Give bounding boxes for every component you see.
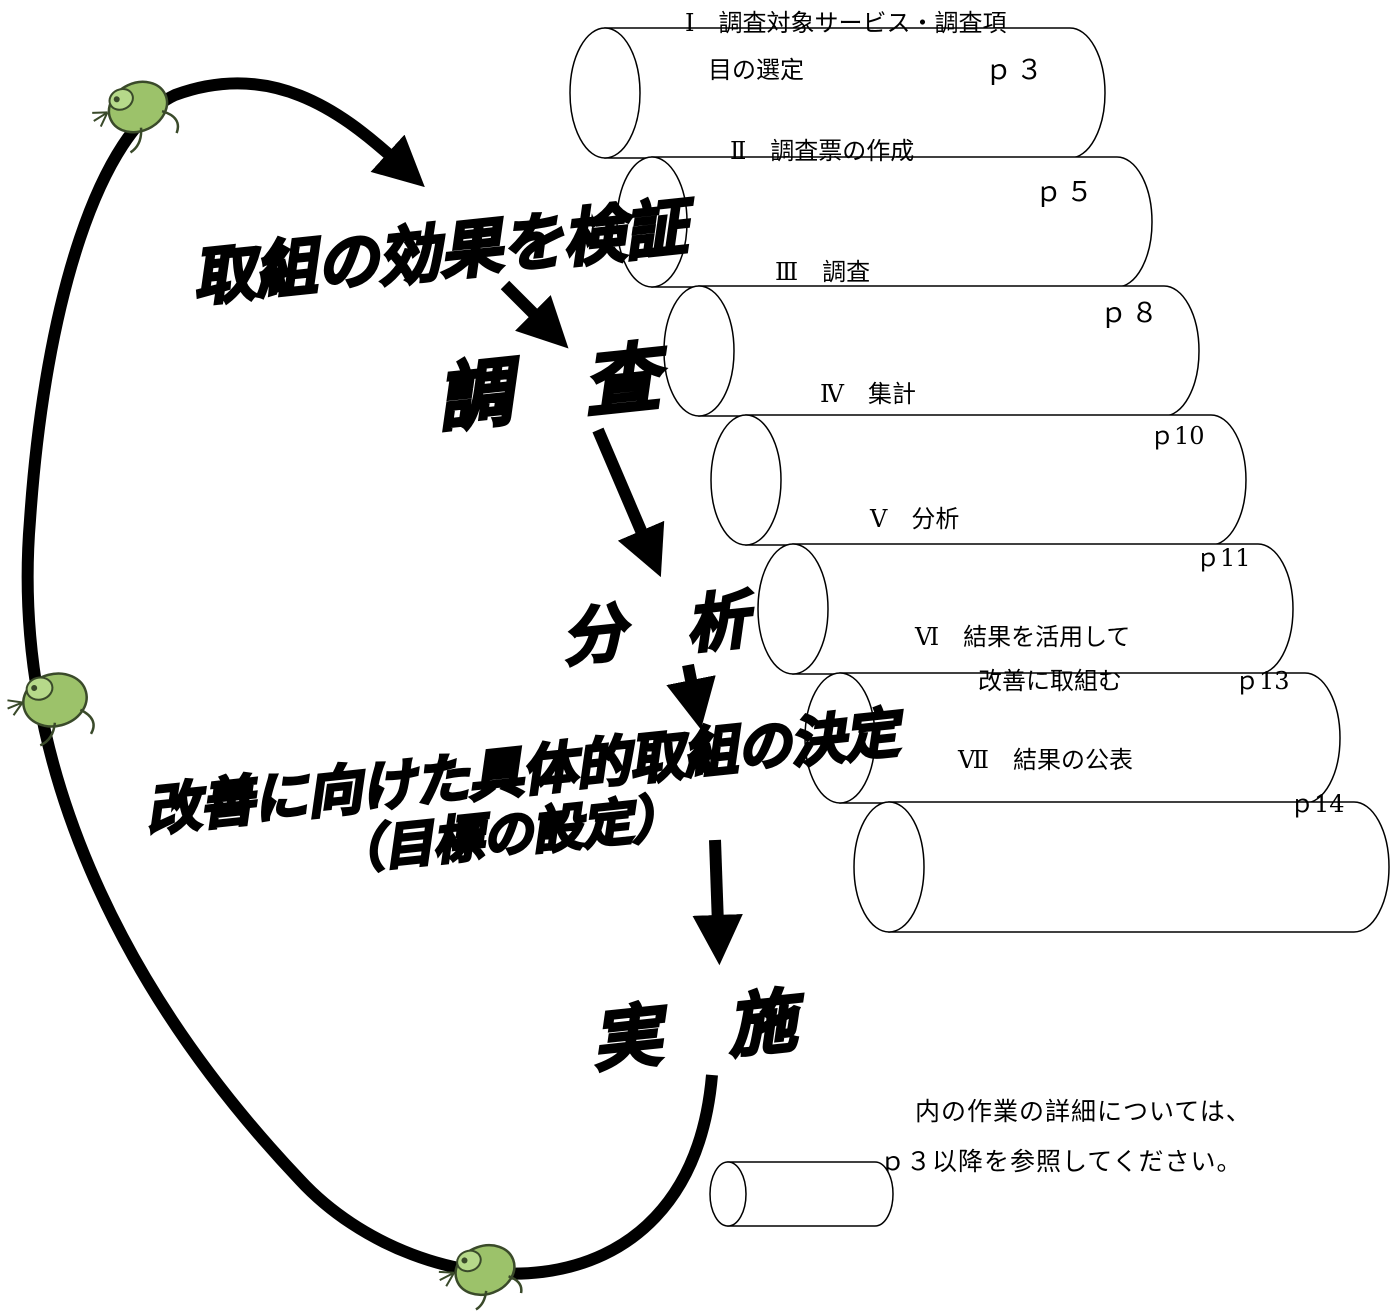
step-cylinder-4 (710, 414, 1247, 546)
note-line-1: 内の作業の詳細については、 (915, 1097, 1252, 1126)
step-cylinder-7 (853, 801, 1390, 933)
step-6-title-cont: 改善に取組む (978, 667, 1122, 695)
note-line-2: ｐ３以降を参照してください。 (880, 1147, 1243, 1176)
frog-icon (7, 672, 95, 747)
step-7-page: ｐ14 (1290, 790, 1345, 818)
frog-icon (92, 80, 180, 154)
step-cylinder-5 (757, 543, 1294, 675)
cycle-verify-label: 取組の効果を検証 (189, 189, 700, 314)
cycle-implement-label: 実 施 (589, 981, 811, 1082)
arrow-decide-to-implement (692, 839, 743, 966)
cycle-analysis-label: 分 析 (559, 582, 760, 675)
step-cylinder-1 (569, 27, 1106, 159)
arrow-survey-to-analysis (592, 427, 665, 578)
step-5-page: ｐ11 (1196, 544, 1251, 572)
step-4-title: Ⅳ 集計 (820, 380, 916, 408)
step-1-page: ｐ３ (985, 55, 1047, 86)
step-cylinder-2 (616, 156, 1153, 288)
step-6-title: Ⅵ 結果を活用して (914, 623, 1130, 651)
step-5-title: Ⅴ 分析 (869, 505, 959, 533)
step-4-page: ｐ10 (1150, 422, 1205, 450)
step-2-title: Ⅱ 調査票の作成 (730, 137, 914, 165)
frog-icon (438, 1243, 523, 1311)
step-3-title: Ⅲ 調査 (775, 258, 870, 286)
legend-cylinder (709, 1161, 894, 1227)
step-2-page: ｐ５ (1035, 177, 1097, 208)
step-1-title-cont: 目の選定 (708, 56, 804, 84)
step-cylinder-3 (663, 285, 1200, 417)
step-3-page: ｐ８ (1100, 298, 1162, 329)
step-1-title: Ⅰ 調査対象サービス・調査項 (685, 9, 1006, 37)
step-7-title: Ⅶ 結果の公表 (957, 746, 1133, 774)
step-6-page: ｐ13 (1235, 667, 1290, 695)
arrow-analysis-to-decide (666, 663, 716, 730)
step-cylinder-6 (804, 672, 1341, 804)
arrow-verify-to-survey (500, 280, 569, 349)
cycle-survey-label: 調 査 (433, 333, 674, 443)
